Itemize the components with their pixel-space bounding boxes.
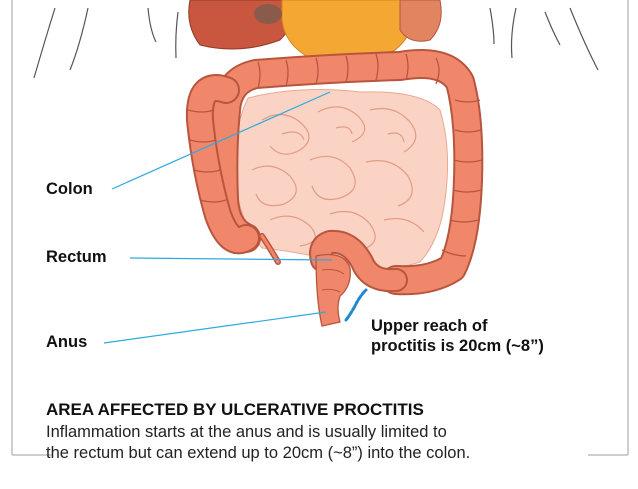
caption-line-1: Inflammation starts at the anus and is u…: [46, 422, 626, 443]
upper-reach-annotation: Upper reach of proctitis is 20cm (~8”): [371, 316, 544, 356]
caption-title: AREA AFFECTED BY ULCERATIVE PROCTITIS: [46, 399, 626, 421]
caption: AREA AFFECTED BY ULCERATIVE PROCTITIS In…: [46, 399, 626, 464]
caption-line-2: the rectum but can extend up to 20cm (~8…: [46, 443, 626, 464]
rectum-leader-line: [130, 258, 332, 260]
rectum-label: Rectum: [46, 248, 107, 267]
upper-reach-line-2: proctitis is 20cm (~8”): [371, 336, 544, 356]
anus-leader-line: [104, 312, 326, 343]
anus-label: Anus: [46, 333, 87, 352]
rectum: [316, 255, 350, 327]
upper-reach-line-1: Upper reach of: [371, 316, 544, 336]
caption-body: Inflammation starts at the anus and is u…: [46, 422, 626, 464]
colon-label: Colon: [46, 180, 93, 199]
proctitis-extent-marker: [346, 290, 366, 320]
